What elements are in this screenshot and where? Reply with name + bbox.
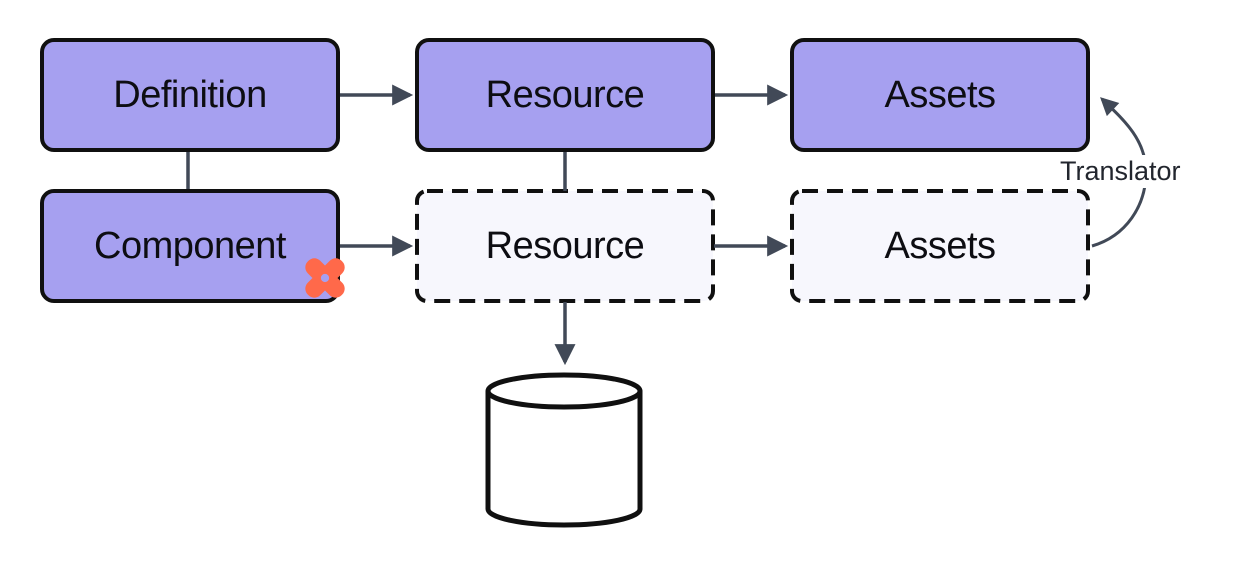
translator-edge-label: Translator (1056, 155, 1185, 188)
definition-label: Definition (113, 73, 267, 116)
component-label: Component (94, 224, 286, 267)
assets-published-label: Assets (884, 73, 996, 116)
assets-draft-node: Assets (790, 189, 1090, 303)
resource-draft-label: Resource (485, 224, 645, 267)
assets-draft-node-box (790, 189, 1090, 303)
database-cylinder-icon (485, 372, 643, 528)
dbt-logo-icon (305, 258, 345, 298)
resource-published-node: Resource (415, 38, 715, 152)
component-node: Component (40, 189, 345, 303)
definition-node: Definition (40, 38, 340, 152)
resource-published-label: Resource (485, 73, 645, 116)
assets-published-node: Assets (790, 38, 1090, 152)
resource-draft-node: Resource (415, 189, 715, 303)
assets-draft-label: Assets (884, 224, 996, 267)
